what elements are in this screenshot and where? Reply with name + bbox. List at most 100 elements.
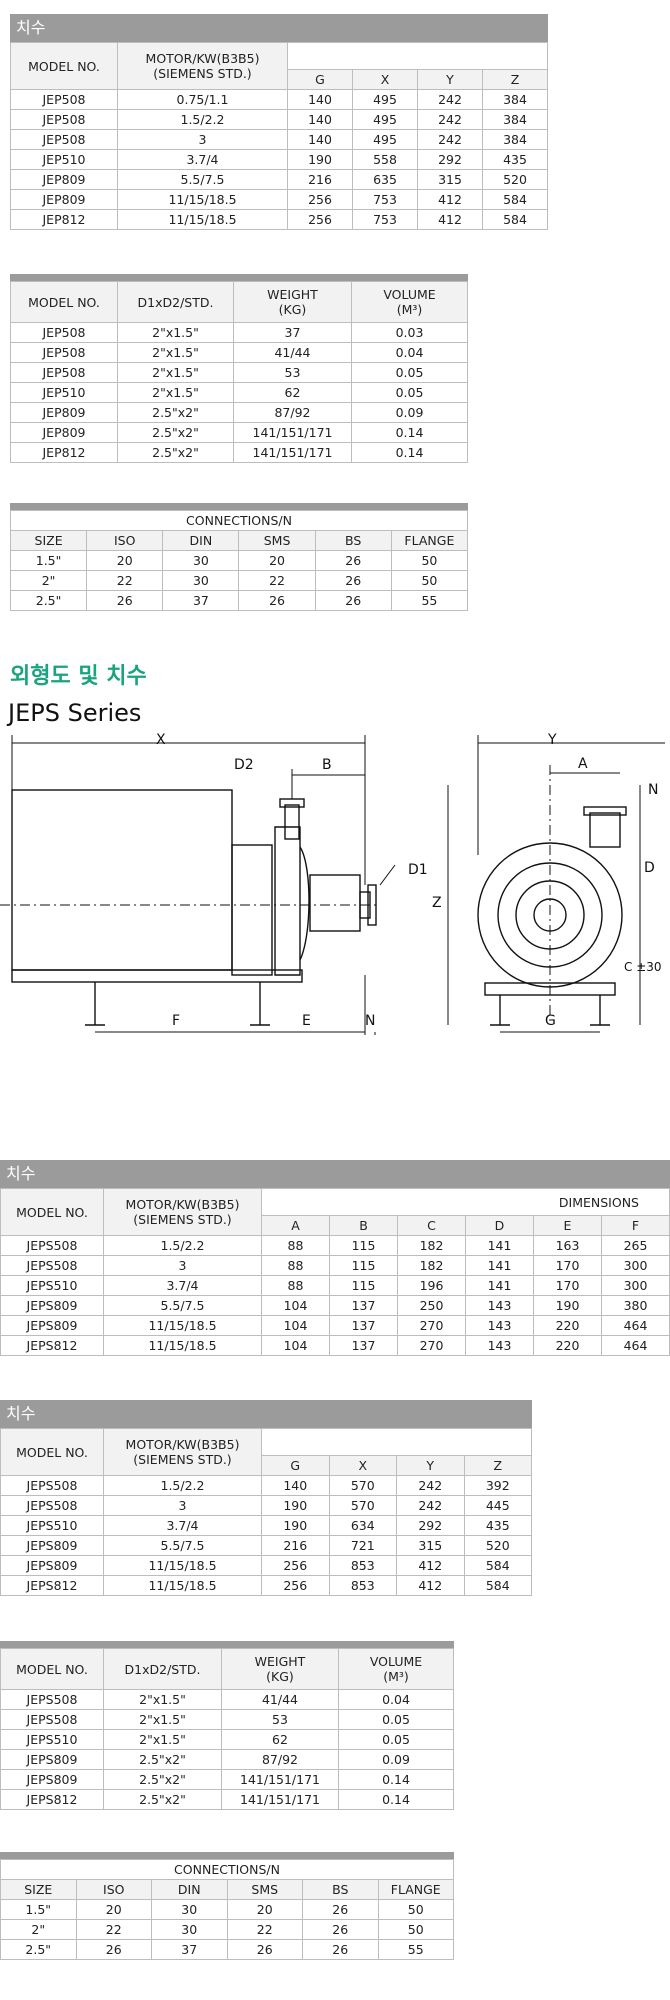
jep-dim-cell: 495	[352, 129, 418, 150]
jeps-dim-col: C	[397, 1215, 466, 1236]
jeps-weight-cell: 141/151/171	[221, 1769, 339, 1790]
jeps-gxyz-cell: 190	[261, 1495, 330, 1516]
jeps-weight-cell: 2"x1.5"	[103, 1709, 222, 1730]
jep-weight-cell: 0.04	[351, 342, 468, 363]
jep-weight-table: MODEL NO. D1xD2/STD. WEIGHT(KG) VOLUME(M…	[10, 281, 468, 463]
jep-weight-cell: 87/92	[233, 402, 352, 423]
jep-weight-cell: 2.5"x2"	[117, 402, 234, 423]
jep-weight-section: MODEL NO. D1xD2/STD. WEIGHT(KG) VOLUME(M…	[10, 274, 468, 463]
label-x: X	[156, 732, 166, 748]
jep-dim-cell: JEP812	[10, 209, 118, 230]
conn-cell: 30	[162, 550, 240, 571]
jeps-gxyz-cell: 412	[396, 1575, 465, 1596]
front-outlet	[589, 812, 621, 848]
jep-dim-cell: 140	[287, 89, 353, 110]
jep-weight-cell: 2"x1.5"	[117, 362, 234, 383]
conn-cell: 2"	[9, 570, 88, 591]
jep-weight-cell: 2.5"x2"	[117, 442, 234, 463]
jep-dim-cell: 242	[417, 89, 483, 110]
jeps-gxyz-cell: 584	[463, 1555, 532, 1576]
jeps-gxyz-cell: 3	[103, 1495, 262, 1516]
jeps-dim-cell: 1.5/2.2	[103, 1235, 262, 1256]
jeps-gxyz-cell: JEPS508	[0, 1475, 104, 1496]
jeps-dim-cell: 104	[261, 1335, 330, 1356]
jep-dim-cell: 384	[482, 89, 548, 110]
col-weight: WEIGHT(KG)	[221, 1648, 339, 1690]
label-d: D	[644, 860, 655, 876]
jeps-weight-cell: 87/92	[221, 1749, 339, 1770]
jeps-gxyz-cell: 634	[328, 1515, 397, 1536]
jeps-dim-cell: 141	[465, 1255, 534, 1276]
jeps-gxyz-cell: 853	[328, 1575, 397, 1596]
col-d1d2: D1xD2/STD.	[117, 281, 234, 323]
jep-dim-cell: JEP508	[10, 89, 118, 110]
jeps-gxyz-cell: 570	[328, 1475, 397, 1496]
base-plate	[11, 969, 303, 983]
jeps-gxyz-cell: 256	[261, 1575, 330, 1596]
jeps-weight-cell: JEPS812	[0, 1789, 104, 1810]
jeps-dim-cell: 220	[533, 1315, 602, 1336]
conn2-col: FLANGE	[377, 1879, 454, 1900]
jeps-weight-cell: JEPS508	[0, 1709, 104, 1730]
jep-weight-cell: 37	[233, 322, 352, 343]
pump-casing	[274, 826, 301, 976]
front-foot-right	[590, 995, 610, 1026]
jep-dim-cell: 584	[482, 209, 548, 230]
conn-col: SIZE	[9, 530, 88, 551]
jeps-gxyz-cell: 140	[261, 1475, 330, 1496]
jep-dim-cell: JEP510	[10, 149, 118, 170]
col-y: Y	[417, 69, 483, 90]
jeps-gxyz-cell: JEPS508	[0, 1495, 104, 1516]
jeps-dim-cell: JEPS809	[0, 1315, 104, 1336]
col-dims-group: DIMENSIONS	[261, 1188, 670, 1216]
jeps-gxyz-col: G	[261, 1455, 330, 1476]
jeps-gxyz-table: MODEL NO. MOTOR/KW(B3B5)(SIEMENS STD.) G…	[0, 1428, 532, 1596]
jeps-gxyz-cell: 216	[261, 1535, 330, 1556]
jep-weight-cell: 41/44	[233, 342, 352, 363]
jeps-gxyz-section: 치수 MODEL NO. MOTOR/KW(B3B5)(SIEMENS STD.…	[0, 1400, 532, 1596]
jep-weight-cell: JEP809	[10, 402, 118, 423]
jep-dimension-section: 치수 MODEL NO. MOTOR/KW(B3B5)(SIEMENS STD.…	[10, 14, 548, 230]
jeps-gxyz-cell: 520	[463, 1535, 532, 1556]
conn2-col: SIZE	[0, 1879, 77, 1900]
jeps-dim-cell: 104	[261, 1295, 330, 1316]
col-model: MODEL NO.	[0, 1188, 104, 1236]
conn2-col: BS	[302, 1879, 379, 1900]
conn2-cell: 20	[75, 1899, 152, 1920]
col-motor: MOTOR/KW(B3B5)(SIEMENS STD.)	[117, 42, 288, 90]
col-model: MODEL NO.	[0, 1428, 104, 1476]
jeps-weight-table: MODEL NO. D1xD2/STD. WEIGHT(KG) VOLUME(M…	[0, 1648, 454, 1810]
jep-dim-cell: 384	[482, 129, 548, 150]
jep-dim-cell: 140	[287, 129, 353, 150]
outlet-pipe	[284, 804, 300, 840]
jep-dim-cell: 558	[352, 149, 418, 170]
conn2-cell: 26	[226, 1939, 303, 1960]
jeps-dim-cell: 137	[329, 1335, 398, 1356]
jep-dim-cell: 216	[287, 169, 353, 190]
jep-dim-cell: 412	[417, 209, 483, 230]
jeps-dim-cell: 11/15/18.5	[103, 1335, 262, 1356]
conn2-col: ISO	[75, 1879, 152, 1900]
jeps-dim-cell: 250	[397, 1295, 466, 1316]
jeps-dim-col: D	[465, 1215, 534, 1236]
jeps-gxyz-cell: 721	[328, 1535, 397, 1556]
jeps-dim-cell: 143	[465, 1335, 534, 1356]
jeps-gxyz-cell: JEPS809	[0, 1535, 104, 1556]
conn-cell: 30	[162, 570, 240, 591]
jep-dim-cell: 584	[482, 189, 548, 210]
jeps-dimension-section: 치수 MODEL NO. MOTOR/KW(B3B5)(SIEMENS STD.…	[0, 1160, 670, 1356]
foot-right	[250, 982, 270, 1026]
jeps-weight-cell: 0.04	[338, 1689, 454, 1710]
jeps-dim-cell: 3	[103, 1255, 262, 1276]
jep-weight-cell: JEP508	[10, 362, 118, 383]
conn2-cell: 26	[302, 1899, 379, 1920]
